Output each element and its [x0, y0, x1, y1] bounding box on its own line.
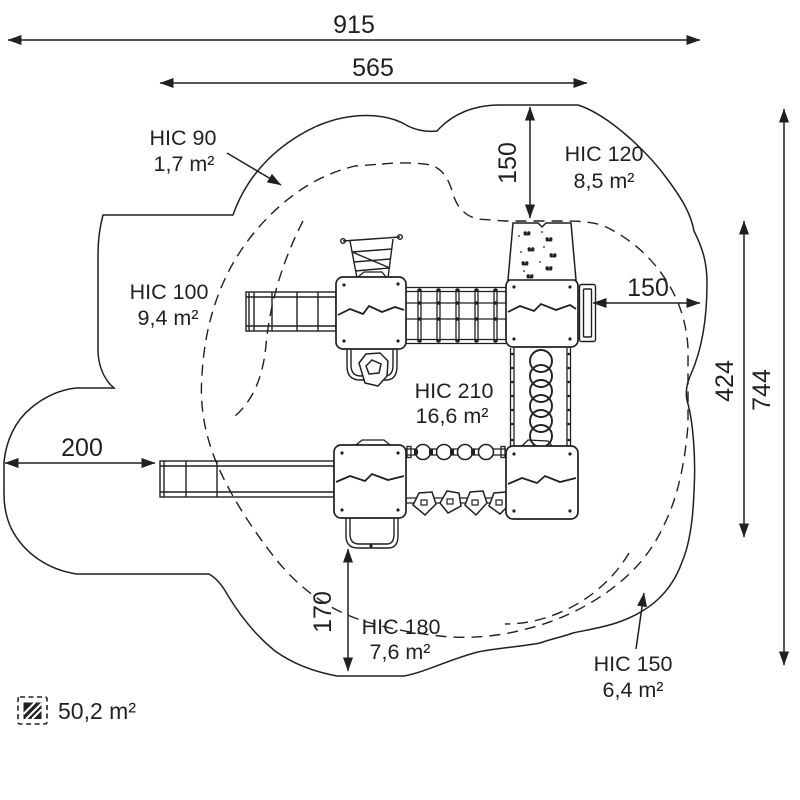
svg-text:HIC 180: HIC 180 [362, 615, 441, 639]
climbing-wall [507, 222, 577, 281]
hic-150-leader-arrow [635, 592, 648, 650]
dim-zone-height-label: 424 [711, 360, 739, 402]
svg-text:8,5 m²: 8,5 m² [574, 169, 635, 193]
svg-text:7,6 m²: 7,6 m² [370, 640, 431, 664]
dim-overall-width-label: 915 [333, 11, 375, 39]
grab-rail-upper [346, 350, 398, 387]
hic-180-label: HIC 180 7,6 m² [362, 615, 441, 664]
labels: 915 565 150 150 200 424 744 170 HIC 90 1… [61, 11, 776, 702]
platform-upper-left [335, 271, 407, 350]
slide-lower [159, 460, 335, 498]
svg-text:1,7 m²: 1,7 m² [154, 152, 215, 176]
climbing-holds [518, 231, 557, 279]
net-bridge [406, 286, 506, 345]
zone-overlap-arc-left [229, 220, 304, 421]
dim-left-clearance-label: 200 [61, 434, 103, 462]
svg-text:6,4 m²: 6,4 m² [603, 678, 664, 702]
entry-panel [578, 283, 597, 343]
playground-structure [333, 222, 597, 549]
svg-text:HIC 210: HIC 210 [415, 379, 494, 403]
hic-120-label: HIC 120 8,5 m² [565, 142, 644, 193]
legend: 50,2 m² [17, 696, 136, 725]
zone-overlap-arc-bottom-right [504, 552, 630, 625]
hic-100-label: HIC 100 9,4 m² [130, 280, 209, 330]
loop-climber [509, 348, 572, 448]
svg-text:HIC 150: HIC 150 [594, 652, 673, 676]
svg-text:16,6 m²: 16,6 m² [416, 404, 489, 428]
dim-top-clearance-label: 150 [494, 142, 522, 184]
net-knots [417, 288, 498, 343]
platform-lower-left [333, 439, 407, 519]
hic-zone-boundary-dashed [200, 162, 689, 639]
legend-area-icon [17, 696, 48, 725]
slide-upper [245, 291, 337, 332]
svg-text:9,4 m²: 9,4 m² [138, 306, 199, 330]
hic-90-leader-arrow [226, 152, 282, 186]
play-wheel [358, 352, 389, 387]
stepping-stones [406, 490, 511, 517]
dim-overall-height-label: 744 [748, 369, 776, 411]
svg-text:HIC 90: HIC 90 [150, 126, 217, 150]
platform-lower-right [505, 439, 579, 520]
access-ladder [340, 233, 404, 279]
svg-text:HIC 100: HIC 100 [130, 280, 209, 304]
balance-beam [406, 443, 506, 461]
dim-side-clearance-label: 150 [627, 274, 669, 302]
safety-area-outline [3, 104, 708, 677]
dimensions [4, 35, 789, 672]
hic-150-label: HIC 150 6,4 m² [594, 652, 673, 702]
hic-210-label: HIC 210 16,6 m² [415, 379, 494, 428]
platform-upper-right [505, 278, 579, 348]
legend-total-area-label: 50,2 m² [58, 698, 136, 724]
legend-hatch-square [22, 701, 43, 720]
svg-text:HIC 120: HIC 120 [565, 142, 644, 166]
dim-platform-width-label: 565 [352, 54, 394, 82]
grab-rail-lower [345, 518, 399, 549]
dim-bottom-clearance-label: 170 [309, 591, 337, 633]
hic-90-label: HIC 90 1,7 m² [150, 126, 217, 176]
